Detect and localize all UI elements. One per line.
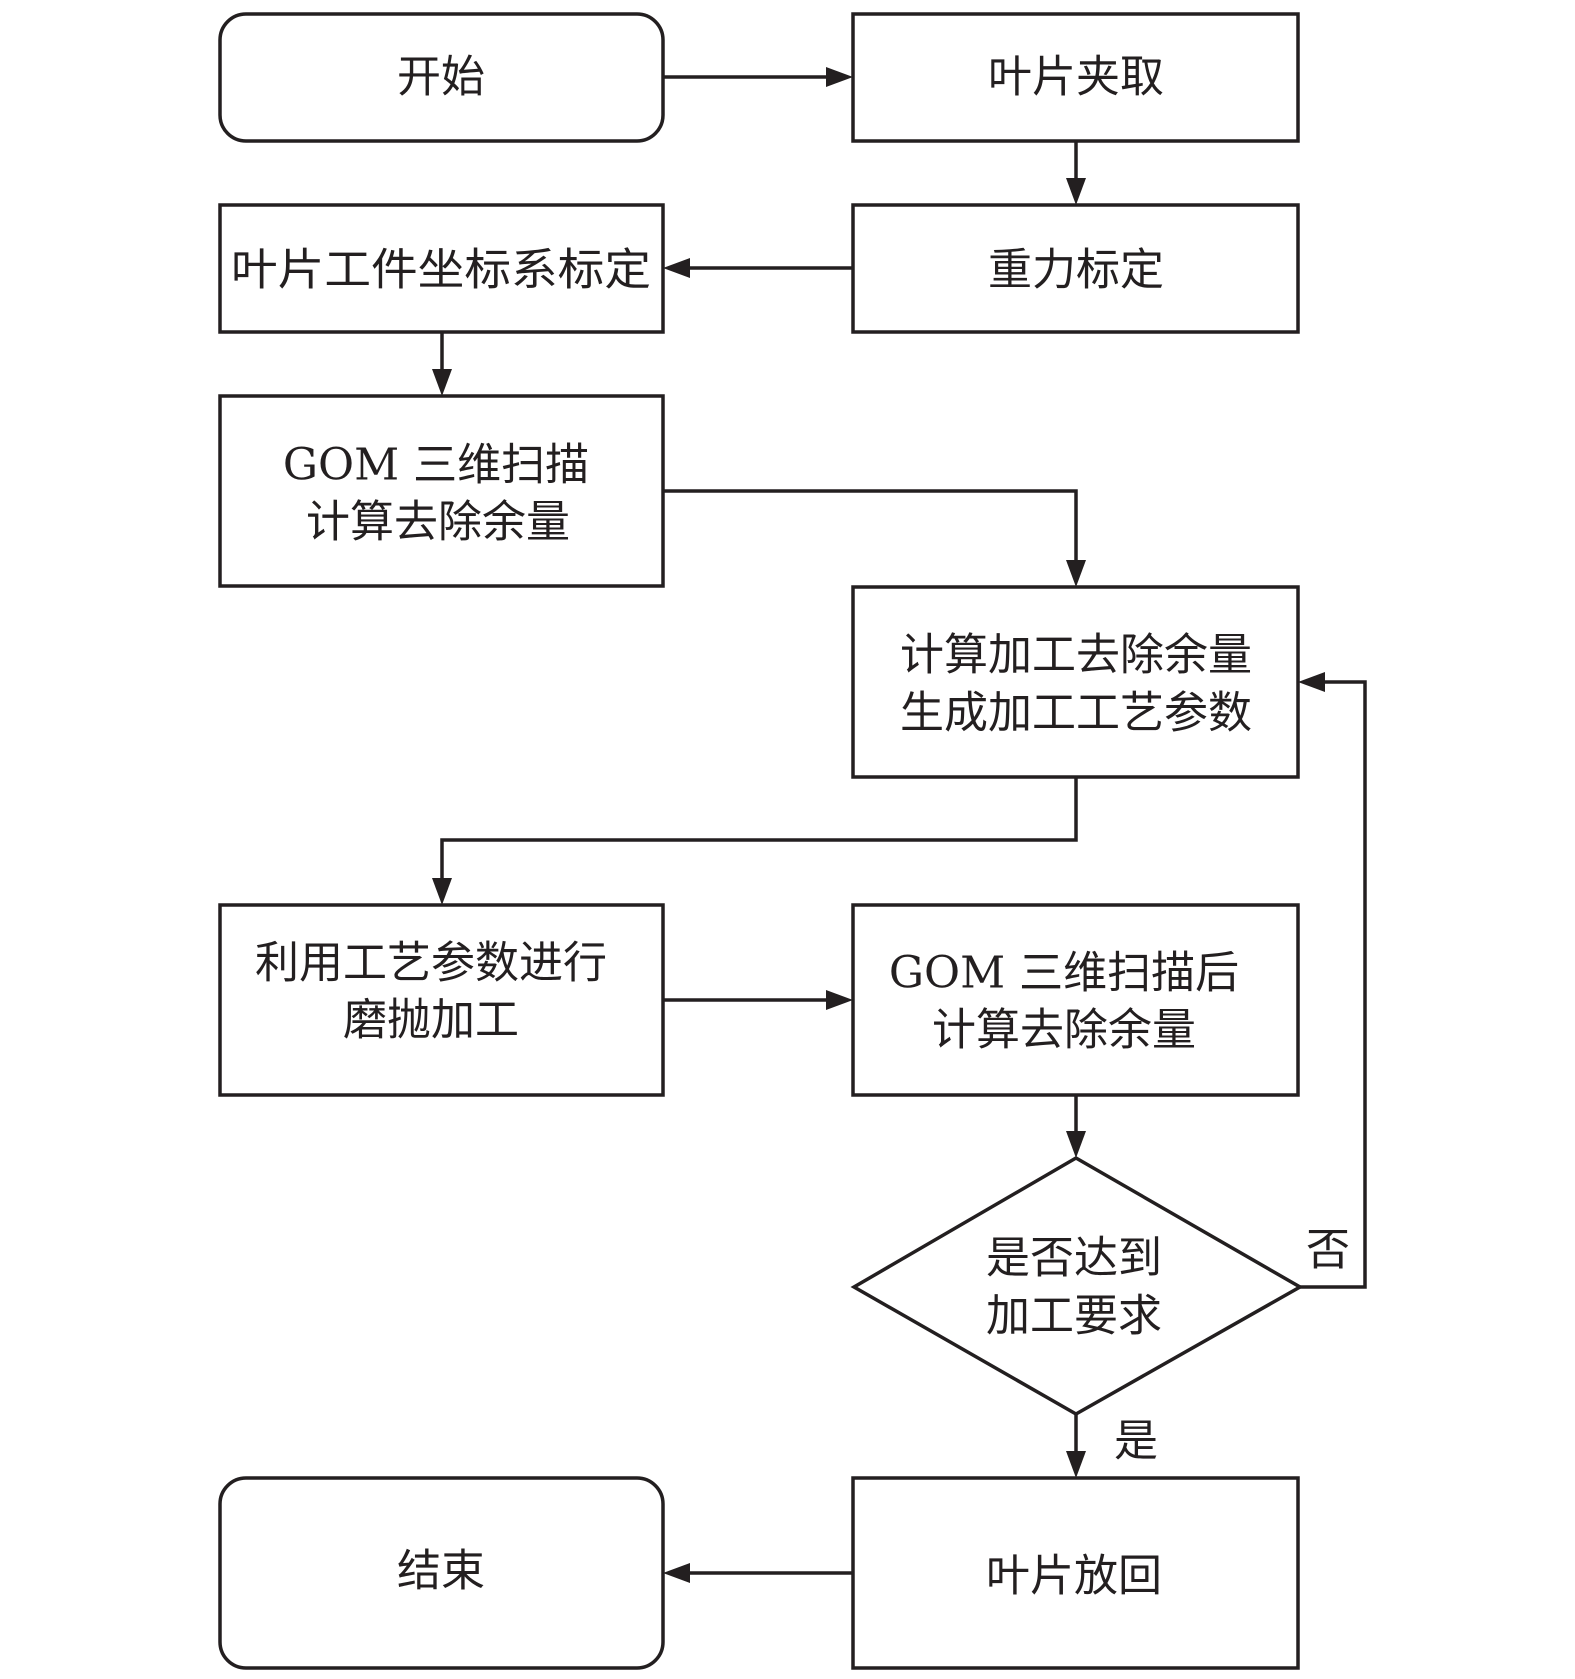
arrowhead (1066, 178, 1086, 205)
edge-label-yes: 是 (1114, 1416, 1158, 1467)
node-coord (218, 203, 665, 334)
arrowhead (1298, 672, 1325, 692)
arrowhead (432, 878, 452, 905)
arrowhead (663, 258, 690, 278)
label-decision-line1: 是否达到 (986, 1233, 1162, 1284)
arrowhead (1066, 1451, 1086, 1478)
arrowhead (432, 369, 452, 396)
label-decision-line2: 加工要求 (986, 1291, 1162, 1342)
label-grind-line1: 利用工艺参数进行 (255, 938, 607, 989)
node-grind (218, 903, 665, 1097)
edge-scan1-calc (663, 489, 1078, 564)
label-scan2-line1: GOM 三维扫描后 (889, 948, 1239, 999)
label-calc-line2: 生成加工工艺参数 (900, 688, 1252, 739)
label-return: 叶片放回 (986, 1551, 1162, 1602)
label-calc-line1: 计算加工去除余量 (900, 630, 1252, 681)
node-clamp (851, 12, 1300, 143)
node-calc (851, 585, 1300, 779)
node-gravity (851, 203, 1300, 334)
arrowhead (1066, 1131, 1086, 1158)
label-scan2-line2: 计算去除余量 (932, 1005, 1196, 1056)
label-scan1-line1: GOM 三维扫描 (283, 440, 589, 491)
edge-calc-grind (440, 777, 1078, 882)
arrowhead (826, 67, 853, 87)
connectors (432, 67, 1367, 1583)
arrowhead (826, 990, 853, 1010)
label-end: 结束 (397, 1546, 485, 1597)
arrowhead (663, 1563, 690, 1583)
node-scan2 (851, 903, 1300, 1097)
label-coord: 叶片工件坐标系标定 (231, 245, 651, 296)
node-decision (850, 1155, 1304, 1417)
node-scan1 (218, 394, 665, 588)
label-scan1-line2: 计算去除余量 (306, 497, 570, 548)
arrowhead (1066, 560, 1086, 587)
label-start: 开始 (397, 52, 485, 103)
node-return (851, 1476, 1300, 1670)
label-grind-line2: 磨抛加工 (343, 995, 519, 1046)
label-gravity: 重力标定 (988, 245, 1164, 296)
edge-label-no: 否 (1306, 1225, 1350, 1276)
edge-decision-calc-no (1300, 680, 1367, 1289)
label-clamp: 叶片夹取 (988, 52, 1164, 103)
